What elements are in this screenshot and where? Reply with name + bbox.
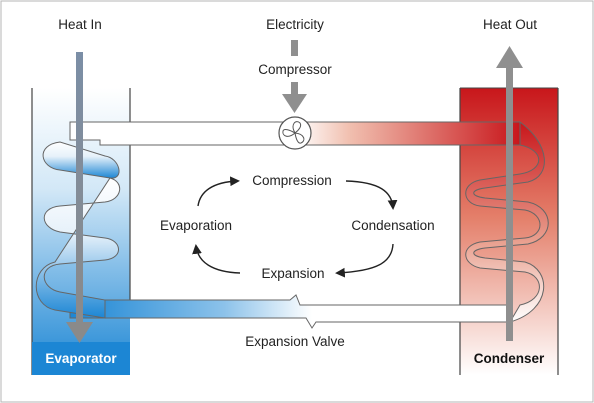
condensation-label: Condensation bbox=[351, 218, 434, 233]
electricity-arrow bbox=[282, 40, 307, 113]
condenser-label: Condenser bbox=[474, 351, 545, 366]
electricity-label: Electricity bbox=[266, 17, 324, 32]
evaporator-label: Evaporator bbox=[45, 351, 117, 366]
cycle-arrows bbox=[192, 176, 398, 278]
compression-label: Compression bbox=[252, 173, 332, 188]
evaporation-label: Evaporation bbox=[160, 218, 232, 233]
heat-in-label: Heat In bbox=[58, 17, 102, 32]
compressor-label: Compressor bbox=[258, 62, 332, 77]
expansion-valve-label: Expansion Valve bbox=[245, 334, 345, 349]
arrow-to-evaporation bbox=[192, 244, 241, 274]
arrow-to-condensation bbox=[345, 180, 398, 210]
heat-out-label: Heat Out bbox=[483, 17, 537, 32]
compressor-fan-icon bbox=[278, 116, 312, 150]
arrow-to-compression bbox=[197, 176, 240, 207]
expansion-label: Expansion bbox=[261, 266, 324, 281]
condenser-coil bbox=[465, 121, 549, 323]
arrow-to-expansion bbox=[335, 243, 394, 278]
heat-in-arrow bbox=[66, 52, 93, 343]
heat-out-arrow bbox=[496, 46, 523, 341]
